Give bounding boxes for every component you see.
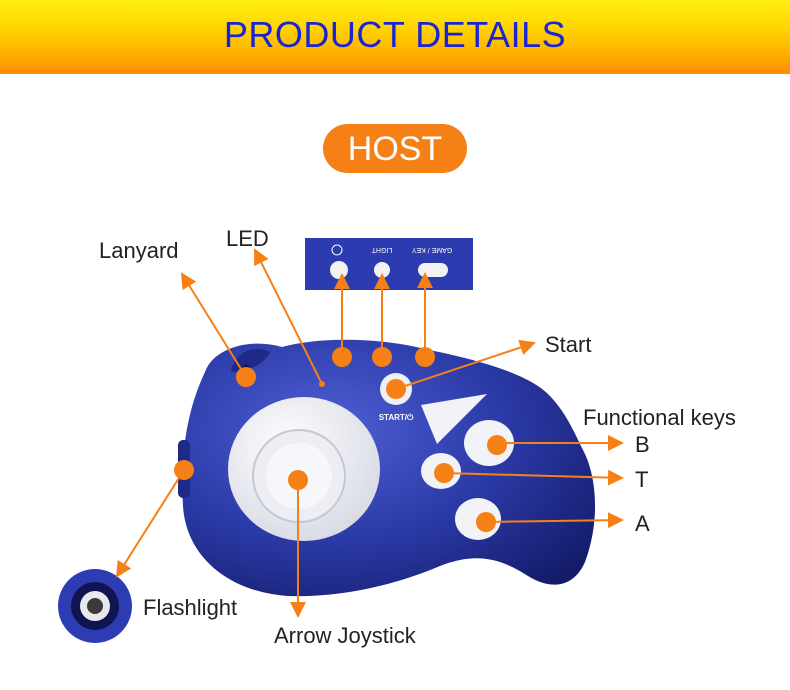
panel-label-light: LIGHT (371, 246, 392, 253)
functional-keys-label: Functional keys (583, 405, 736, 430)
host-section-title: HOST (323, 124, 467, 173)
callout-lines (115, 248, 624, 618)
power-button (330, 261, 348, 279)
game-key-switch (418, 263, 448, 277)
lanyard-label: Lanyard (99, 238, 179, 263)
callout-dots (174, 347, 507, 532)
banner-title: PRODUCT DETAILS (223, 14, 567, 55)
power-icon (331, 244, 343, 256)
flashlight-inset (58, 569, 132, 643)
start-callout-label: Start (545, 332, 592, 357)
t-key-label: T (635, 467, 649, 492)
start-label: START/⏻ (379, 413, 414, 422)
arrow-joystick-label: Arrow Joystick (274, 623, 416, 648)
top-button-panel: LIGHT GAME / KEY (305, 238, 473, 290)
lanyard-loop (231, 348, 270, 372)
triangle-button (421, 394, 487, 444)
led-label: LED (226, 226, 269, 251)
panel-label-game-key: GAME / KEY (411, 246, 452, 253)
product-details-banner: PRODUCT DETAILS (0, 0, 790, 74)
b-key-label: B (635, 432, 650, 457)
flashlight-label: Flashlight (143, 595, 238, 620)
a-key-label: A (635, 511, 650, 536)
